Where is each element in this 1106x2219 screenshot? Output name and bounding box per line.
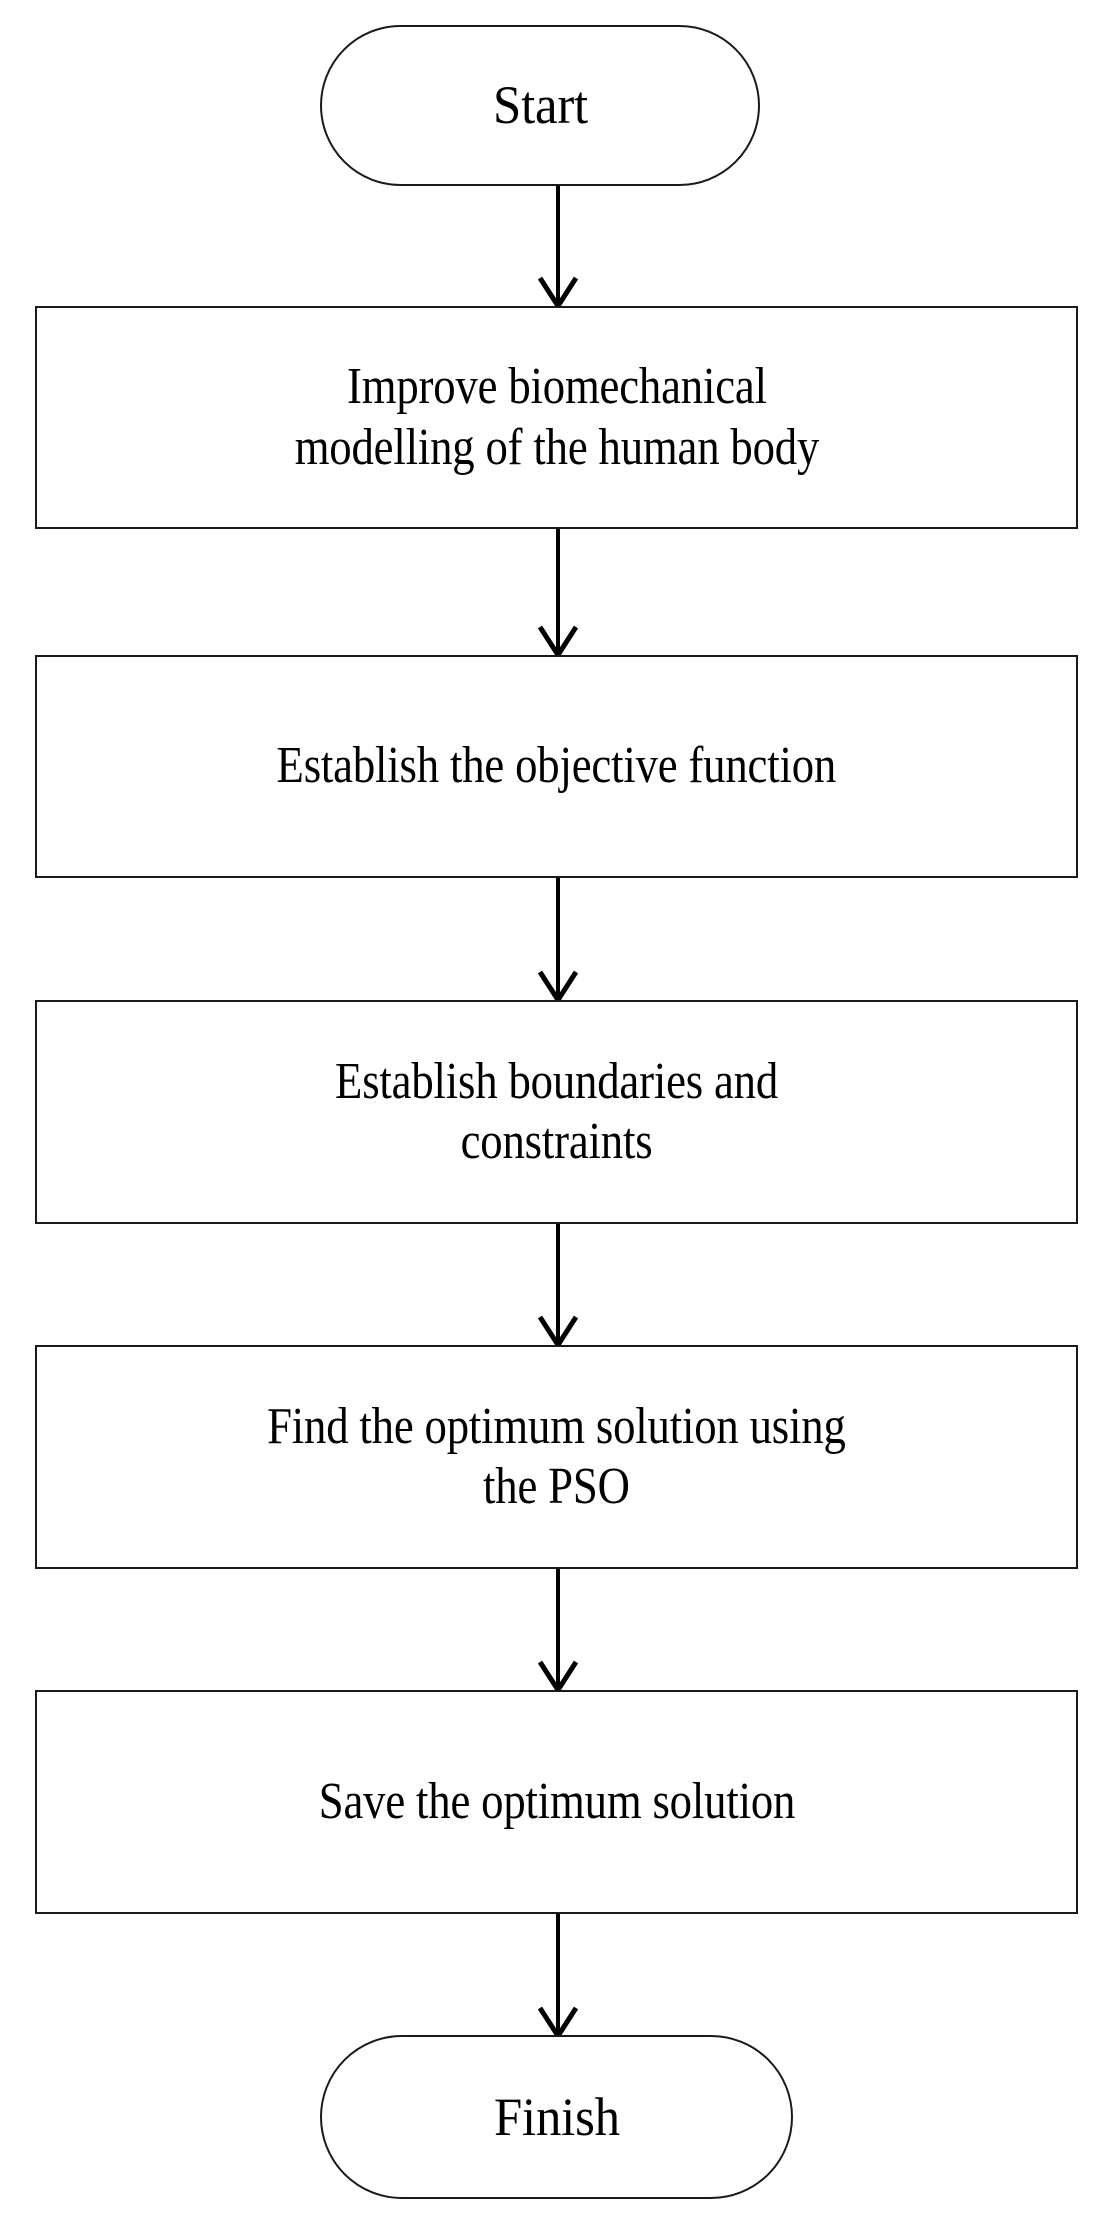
connector-start-to-improve-model <box>532 186 584 311</box>
node-improve-model-label: Improve biomechanical modelling of the h… <box>294 358 819 476</box>
connector-save-optimum-to-finish <box>532 1914 584 2041</box>
connector-improve-model-to-objective-function <box>532 529 584 660</box>
node-boundaries-constraints-label: Establish boundaries and constraints <box>334 1052 778 1170</box>
connector-boundaries-to-find-optimum <box>532 1224 584 1350</box>
node-start[interactable]: Start <box>320 25 760 186</box>
node-find-optimum[interactable]: Find the optimum solution using the PSO <box>35 1345 1078 1569</box>
connector-find-optimum-to-save-optimum <box>532 1569 584 1695</box>
node-finish-label: Finish <box>493 2086 620 2147</box>
node-start-label: Start <box>492 75 588 136</box>
node-improve-model[interactable]: Improve biomechanical modelling of the h… <box>35 306 1078 529</box>
node-save-optimum-label: Save the optimum solution <box>318 1772 795 1830</box>
node-objective-function-label: Establish the objective function <box>276 737 837 795</box>
connector-objective-function-to-boundaries <box>532 878 584 1005</box>
node-boundaries-constraints[interactable]: Establish boundaries and constraints <box>35 1000 1078 1224</box>
node-save-optimum[interactable]: Save the optimum solution <box>35 1690 1078 1914</box>
node-finish[interactable]: Finish <box>320 2035 793 2199</box>
node-find-optimum-label: Find the optimum solution using the PSO <box>267 1397 846 1515</box>
node-objective-function[interactable]: Establish the objective function <box>35 655 1078 878</box>
